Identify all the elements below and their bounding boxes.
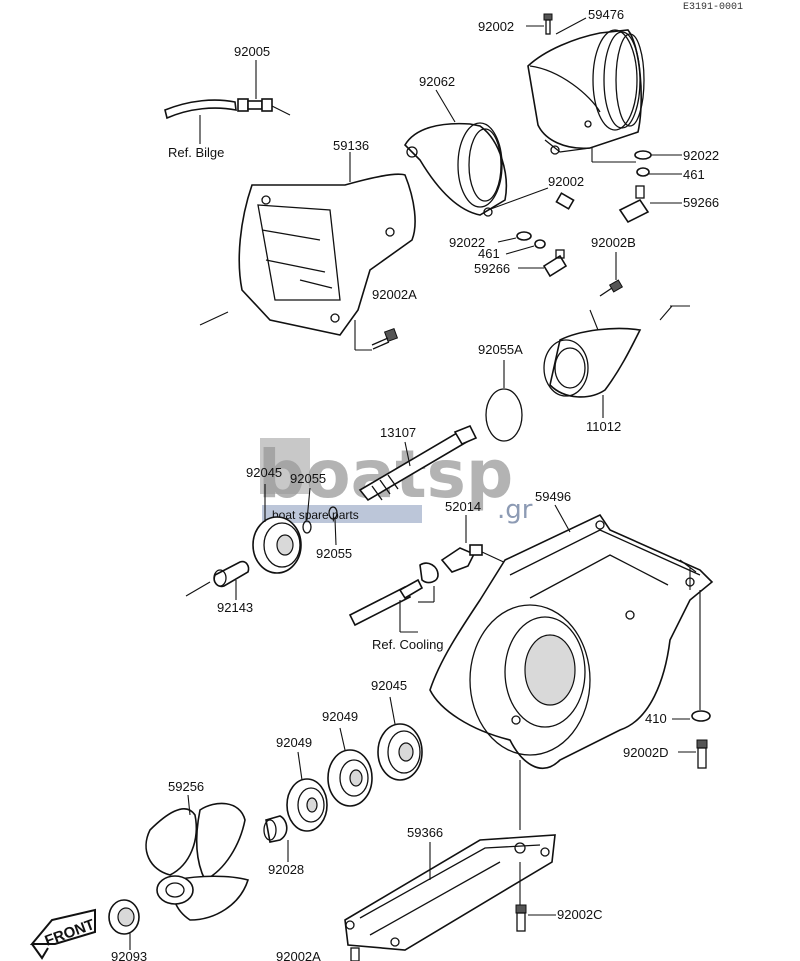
label-461-right: 461 [683,167,705,182]
label-92045-low: 92045 [371,678,407,693]
label-ref-bilge: Ref. Bilge [168,145,224,160]
part-92005-fitting [164,60,291,144]
part-92045-bearing-top [252,484,302,574]
label-59476: 59476 [588,7,624,22]
label-13107: 13107 [380,425,416,440]
part-59256-impeller [145,794,250,921]
part-labels: 92002 59476 92005 92062 Ref. Bilge 59136… [111,7,719,961]
part-52014-fitting [419,515,511,584]
part-92049-seal-b [286,751,328,832]
label-92002-top: 92002 [478,19,514,34]
part-59496-pump-case [429,504,714,830]
label-92002A: 92002A [372,287,417,302]
part-92045-bearing-low [377,696,423,781]
label-59366: 59366 [407,825,443,840]
part-92093-nut [108,899,140,950]
part-92002C-bolt [515,862,556,932]
label-92022-mid: 92022 [449,235,485,250]
label-92055-a: 92055 [290,471,326,486]
ref-cooling-hose [348,578,435,633]
part-59366-plate [344,834,556,951]
diagram-code: E3191-0001 [683,2,743,13]
label-92005: 92005 [234,44,270,59]
part-92002D-bolt [678,739,708,769]
label-410: 410 [645,711,667,726]
label-92002A-bottom: 92002A [276,949,321,961]
watermark-domain: .gr [497,495,533,525]
part-92028-collar [263,815,289,862]
label-461-mid: 461 [478,246,500,261]
label-59266-right: 59266 [683,195,719,210]
label-92002B: 92002B [591,235,636,250]
label-59256: 59256 [168,779,204,794]
fitting-group-mid [497,192,575,278]
fitting-group-right [591,148,682,224]
part-59476-nozzle-cone [527,17,645,155]
part-92049-seal-a [327,727,373,807]
part-92062-housing [403,89,549,217]
label-59496: 59496 [535,489,571,504]
label-92055-b: 92055 [316,546,352,561]
label-92049-b: 92049 [276,735,312,750]
part-92143-sleeve [185,560,250,600]
label-11012: 11012 [586,419,621,434]
front-arrow: FRONT [29,908,97,960]
part-92002-top [526,13,553,35]
label-92002C: 92002C [557,907,603,922]
label-59136: 59136 [333,138,369,153]
label-92028: 92028 [268,862,304,877]
label-92049-a: 92049 [322,709,358,724]
part-92055A-oring [485,360,523,442]
label-92093: 92093 [111,949,147,961]
part-92002A-bolt [371,327,399,350]
part-92002B-bolt [599,252,624,297]
label-92002D: 92002D [623,745,669,760]
label-92022-right: 92022 [683,148,719,163]
label-92062: 92062 [419,74,455,89]
label-59266-mid: 59266 [474,261,510,276]
label-92045-top: 92045 [246,465,282,480]
part-13107-drive-shaft [358,424,478,502]
label-92143: 92143 [217,600,253,615]
label-ref-cooling: Ref. Cooling [372,637,444,652]
part-59136-pump-housing [199,152,416,351]
label-52014: 52014 [445,499,481,514]
part-410-washer [672,710,711,722]
label-92002-mid: 92002 [548,174,584,189]
part-92002A-bolt-bottom [350,947,360,961]
label-92055A: 92055A [478,342,523,357]
part-11012-cone [543,305,690,418]
part-92055-rings [302,487,338,546]
